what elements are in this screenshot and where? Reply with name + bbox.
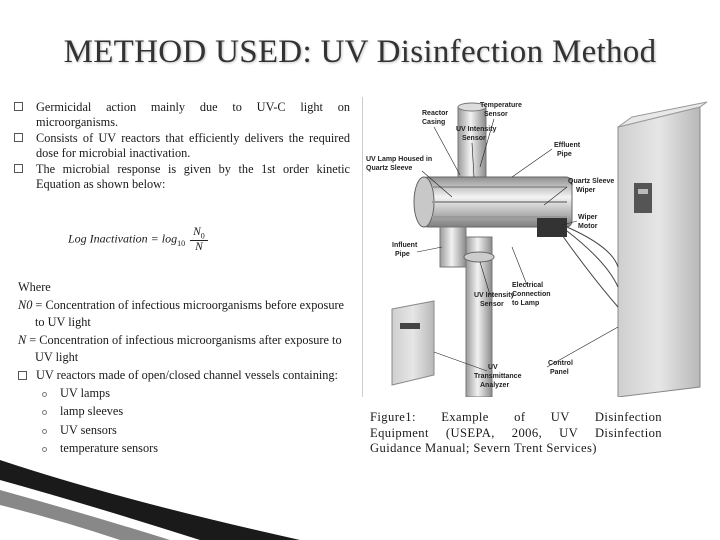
formula-log-base: 10 — [177, 238, 186, 248]
influent-pipe-vertical — [465, 236, 493, 397]
cable — [561, 234, 619, 308]
control-panel-display — [634, 183, 652, 213]
ring-bullet-icon — [42, 410, 47, 416]
leader-lines — [416, 118, 619, 372]
square-bullet-icon — [18, 370, 27, 380]
effluent-pipe-top — [457, 102, 487, 112]
ring-bullet-icon — [42, 446, 47, 452]
ring-bullet-icon — [42, 428, 47, 434]
square-bullet-icon — [14, 164, 23, 173]
slide-title: METHOD USED: UV Disinfection Method — [63, 34, 657, 70]
swoosh-dark — [0, 460, 300, 540]
formula-denominator: N — [195, 241, 203, 254]
effluent-pipe-vertical — [457, 106, 487, 178]
ring-bullet-icon — [42, 392, 47, 397]
swoosh-grey — [0, 490, 170, 540]
wiper-motor-unit — [537, 217, 567, 237]
control-panel-screen — [638, 189, 648, 194]
formula-lhs: Log Inactivation = log — [68, 231, 178, 246]
component-item: UV sensors — [42, 421, 352, 439]
definitions-block: Where N0 = Concentration of infectious m… — [18, 279, 352, 457]
component-list: UV lamps lamp sleeves UV sensors tempera… — [18, 384, 352, 457]
reactor-end-flange — [413, 176, 435, 228]
formula-numerator: N0 — [190, 226, 208, 242]
pipe-flange — [463, 251, 495, 263]
reactor-bullet: UV reactors made of open/closed channel … — [18, 367, 352, 385]
cable — [566, 226, 619, 268]
component-item: lamp sleeves — [42, 402, 352, 420]
intro-bullet-list: Germicidal action mainly due to UV-C lig… — [14, 100, 350, 193]
inactivation-formula: Log Inactivation = log10 N0 N — [68, 226, 208, 253]
bullet-item: Consists of UV reactors that efficiently… — [14, 131, 350, 160]
definition-n: N = Concentration of infectious microorg… — [18, 332, 342, 365]
uv-transmittance-analyzer — [391, 300, 435, 386]
square-bullet-icon — [14, 102, 23, 111]
analyzer-display — [400, 323, 420, 329]
component-item: UV lamps — [42, 384, 352, 402]
component-item: temperature sensors — [42, 439, 352, 457]
influent-pipe-elbow — [439, 226, 467, 268]
figure-caption: Figure1: Example of UV Disinfection Equi… — [370, 410, 662, 455]
where-heading: Where — [18, 280, 51, 294]
definition-n0: N0 = Concentration of infectious microor… — [18, 297, 345, 330]
square-bullet-icon — [14, 133, 23, 142]
bullet-item: Germicidal action mainly due to UV-C lig… — [14, 100, 350, 129]
control-cabinet — [617, 106, 701, 397]
bullet-item: The microbial response is given by the 1… — [14, 162, 350, 191]
cabinet-top — [617, 101, 708, 128]
formula-fraction: N0 N — [190, 226, 208, 253]
cable — [566, 230, 619, 288]
